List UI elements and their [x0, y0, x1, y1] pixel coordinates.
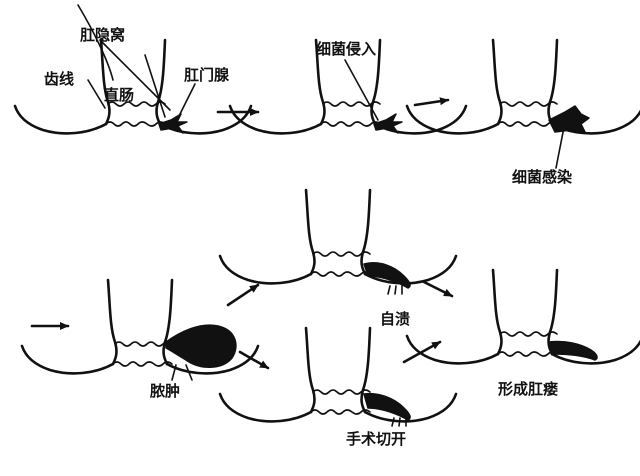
panel-surgical-incision — [218, 326, 458, 427]
panel-fistula-formed — [405, 268, 640, 365]
leader-anal-gland — [177, 83, 196, 119]
panel-bacterial-infection — [405, 38, 640, 135]
arrow-rupture-to-fistula — [422, 280, 454, 298]
panel-bacteria-invade — [228, 38, 468, 135]
leader-abscess-b — [185, 364, 193, 381]
arrow-to-incision — [238, 350, 270, 370]
panel-self-rupture — [218, 188, 458, 295]
leader-rectum — [144, 54, 166, 118]
label-fistula-formation: 形成肛瘘 — [498, 380, 559, 398]
arrow-to-self-rupture — [226, 283, 260, 307]
label-anal-gland: 肛门腺 — [184, 66, 230, 84]
arrow-incision-to-fistula — [402, 340, 442, 364]
label-rectum: 直肠 — [104, 86, 135, 104]
label-self-rupture: 自溃 — [380, 310, 411, 328]
label-dentate-line: 齿线 — [44, 70, 75, 88]
label-surgical-incision: 手术切开 — [346, 430, 407, 448]
panel-abscess — [20, 278, 260, 375]
label-abscess: 脓肿 — [150, 382, 181, 400]
label-bacteria-invade: 细菌侵入 — [316, 40, 377, 58]
leader-bacterial-infection — [555, 121, 566, 169]
leader-bacteria-invade — [344, 59, 379, 121]
label-bacterial-infection: 细菌感染 — [512, 168, 573, 186]
leader-dentate-line — [87, 79, 106, 109]
arrow-2 — [413, 97, 450, 107]
panel-normal-anatomy — [13, 4, 253, 135]
leader-abscess-a — [171, 364, 177, 381]
label-anal-sinus: 肛隐窝 — [80, 26, 126, 44]
